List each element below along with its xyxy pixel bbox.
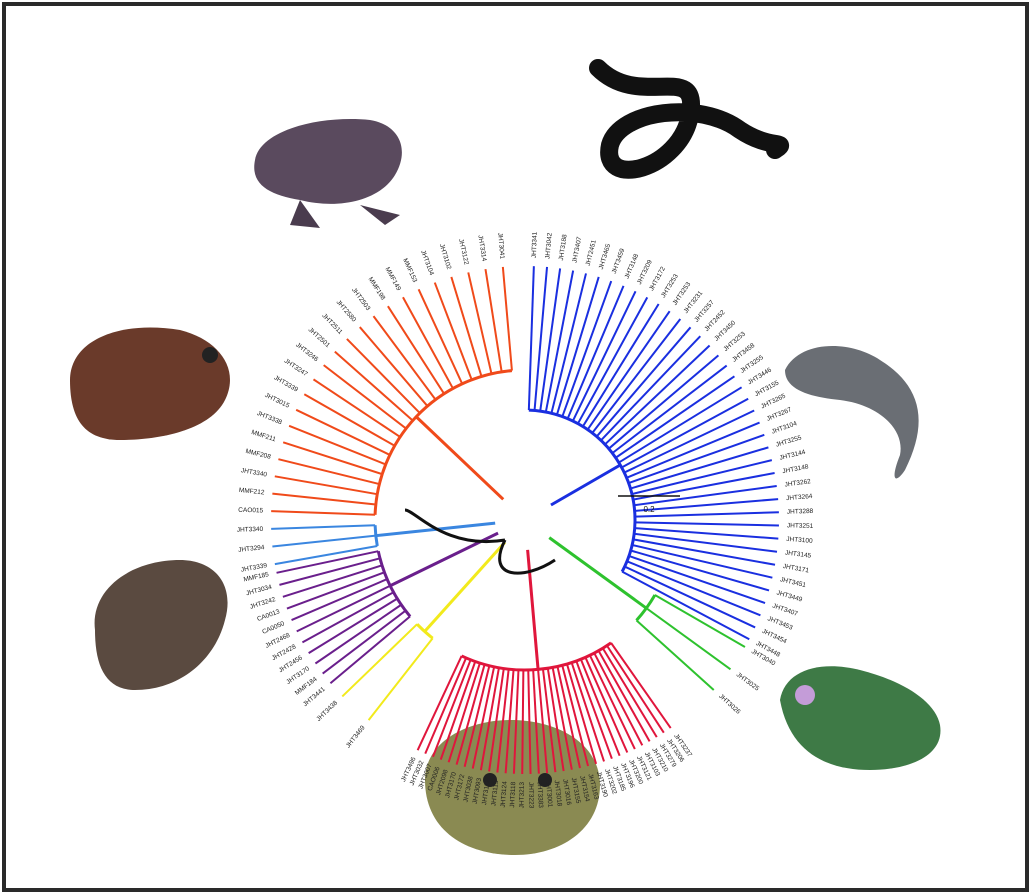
tip-label: JHT3340 (237, 526, 264, 534)
tip-label: JHT3223 (527, 782, 535, 809)
tip-label: JHT3251 (787, 522, 814, 530)
tip-label: JHT3383 (536, 781, 544, 808)
tip-label: JHT3341 (531, 231, 539, 258)
scale-bar-label: 0.2 (643, 505, 655, 514)
tip-label: JHT3213 (519, 782, 526, 809)
tip-branch (522, 670, 523, 774)
tip-label: JHT3118 (509, 781, 517, 808)
tip-label: CAO015 (238, 507, 264, 515)
tip-label: JHT3288 (787, 508, 814, 516)
